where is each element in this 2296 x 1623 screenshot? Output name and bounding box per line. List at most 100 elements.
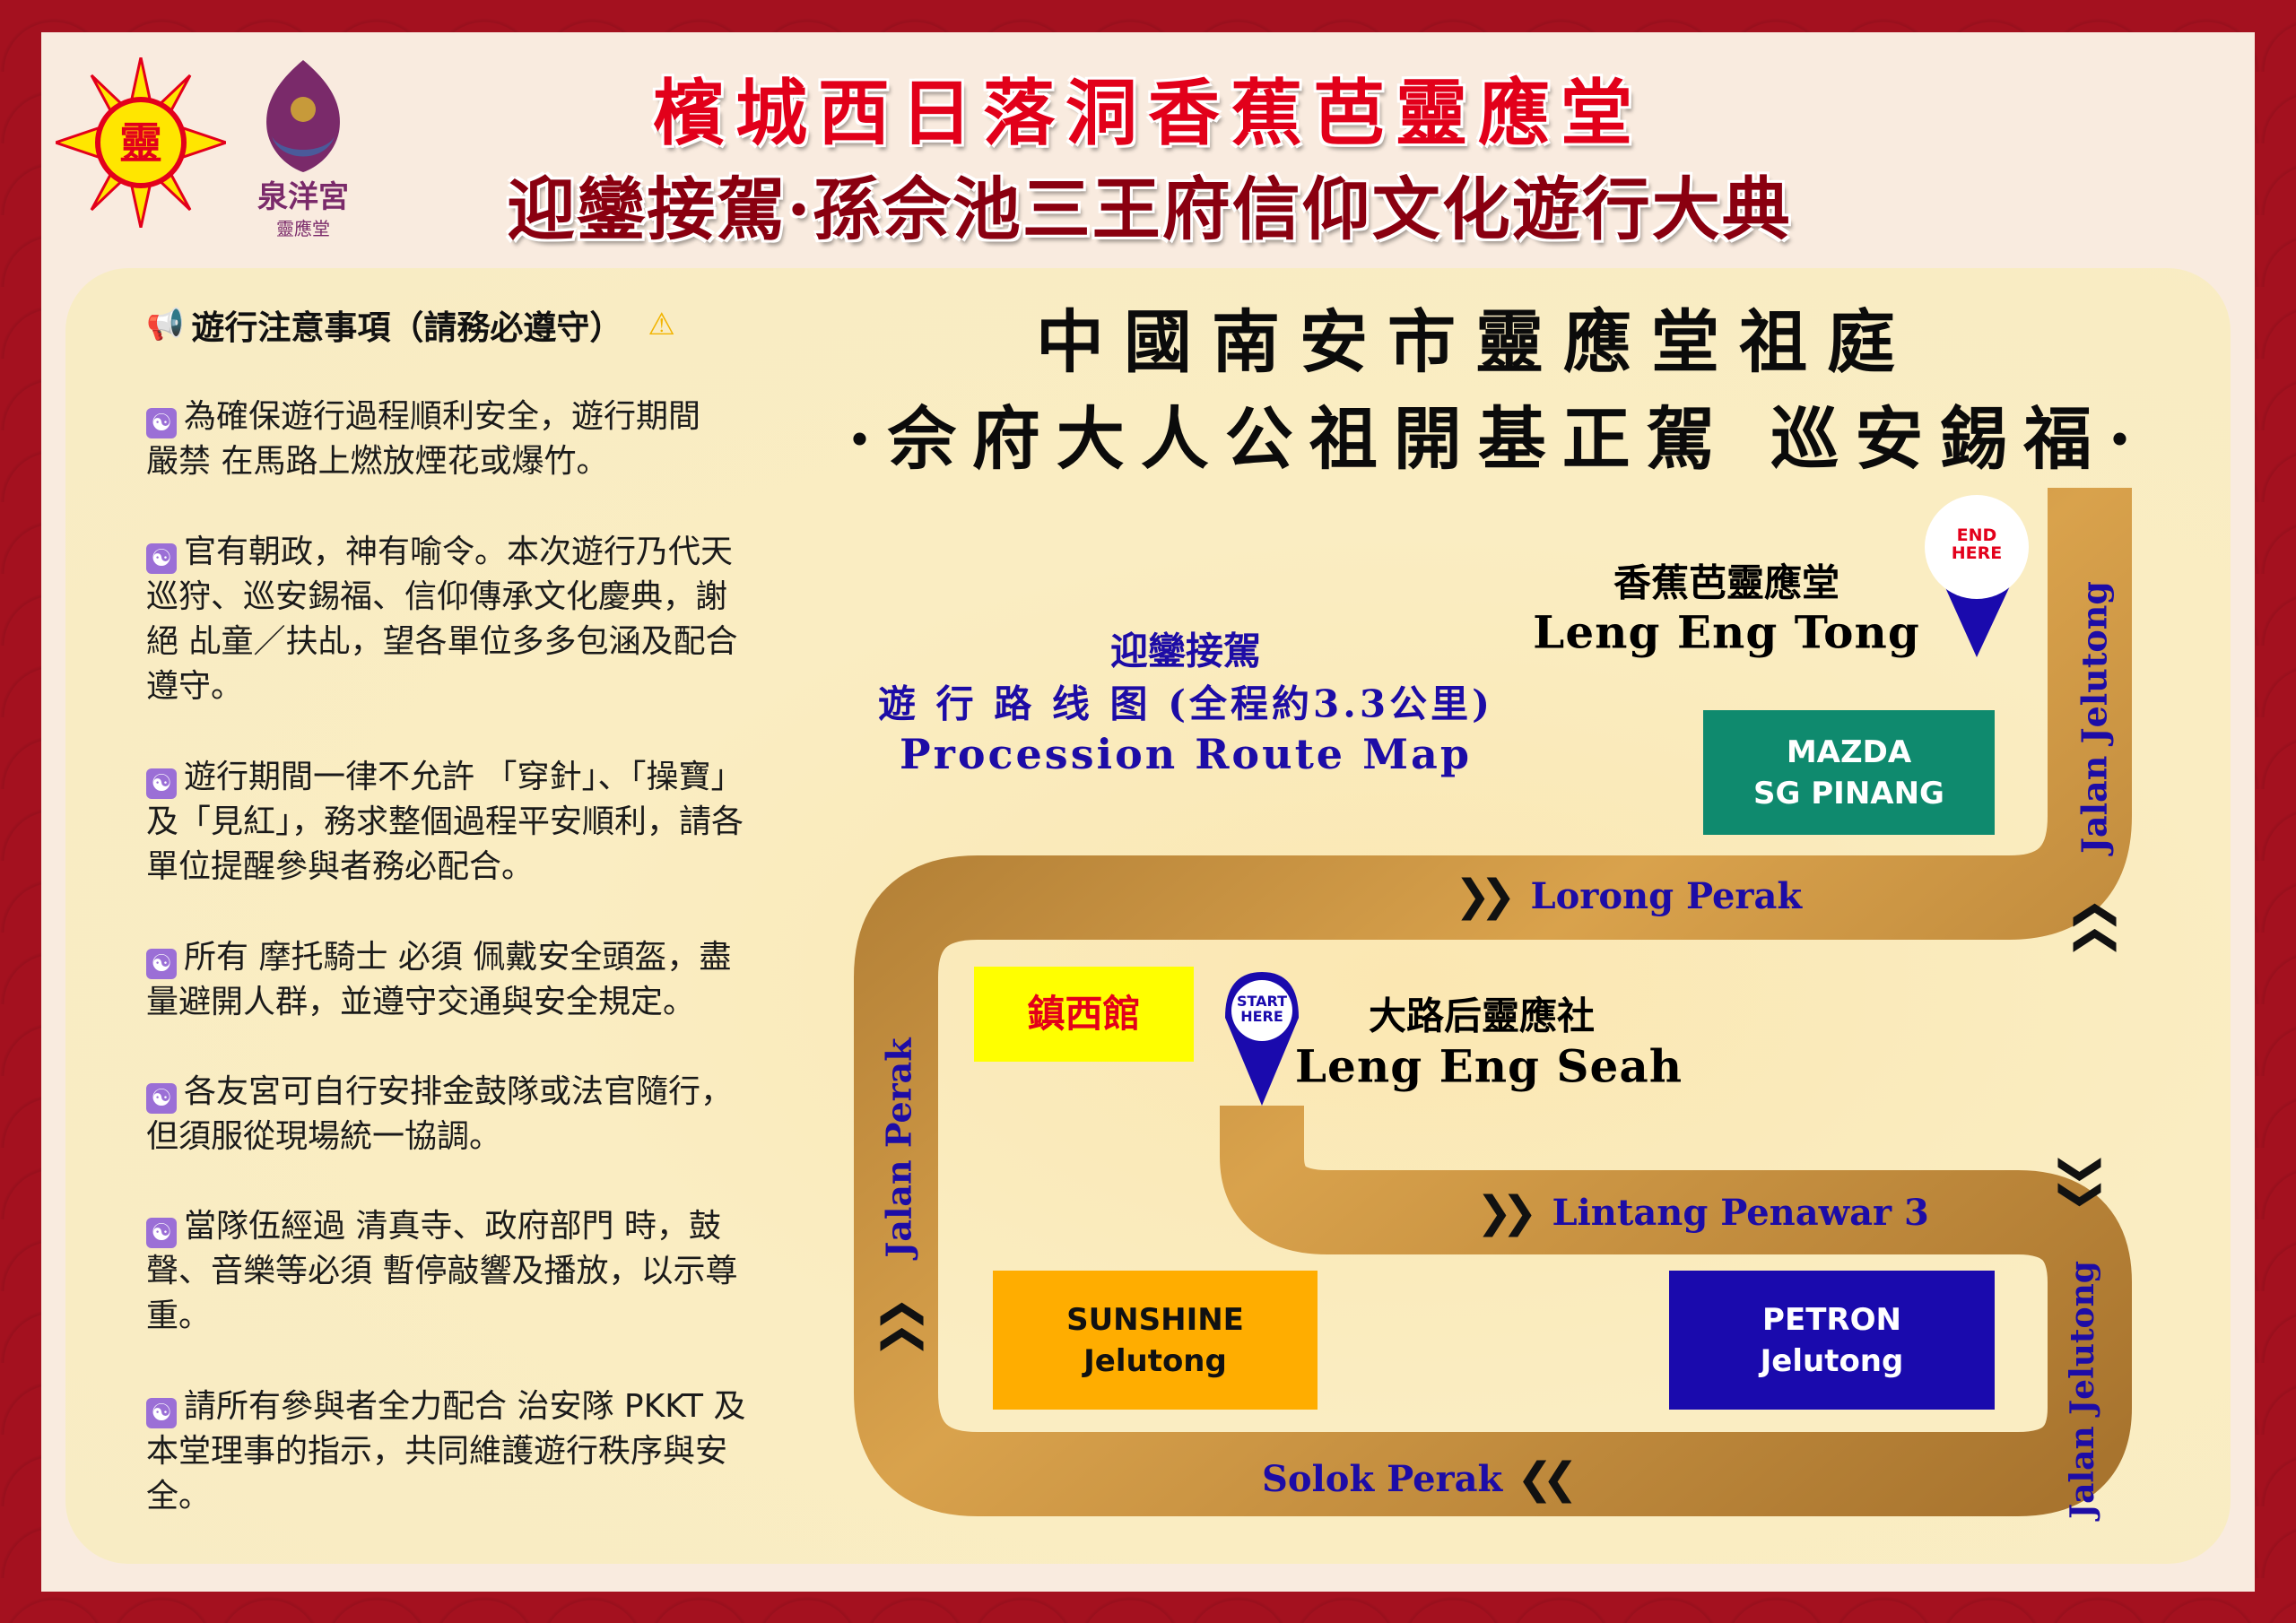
road-jalan-jelutong-top: Jalan Jelutong (2074, 581, 2115, 854)
notes-item-line: 重。 (146, 1294, 774, 1339)
notes-item-text: 聲、音樂等必須 暫停敲響及播放，以示尊 (146, 1253, 738, 1289)
title-line-1: 檳城西日落洞香蕉芭靈應堂 (653, 71, 1643, 155)
notes-heading-text: 遊行注意事項（請務必遵守） (191, 308, 623, 347)
notes-item-line: 量避開人群，並遵守交通與安全規定。 (146, 980, 774, 1025)
yin-yang-icon: ☯ (146, 1398, 177, 1428)
notes-item-text: 所有 摩托騎士 必須 佩戴安全頭盔，盡 (184, 939, 732, 976)
notes-item-line: 聲、音樂等必須 暫停敲響及播放，以示尊 (146, 1249, 774, 1294)
notes-item-text: 遵守。 (146, 668, 244, 705)
yin-yang-icon: ☯ (146, 768, 177, 799)
chevron-up-icon: ❯❯ (874, 1306, 924, 1358)
end-name-en: Leng Eng Tong (1533, 605, 1920, 659)
road-solok-perak: Solok Perak❮❮ (1262, 1457, 1578, 1500)
road-lintang-penawar: ❯❯Lintang Penawar 3 (1476, 1191, 1929, 1234)
landmark-zhenxi-guan: 鎮西館 (974, 967, 1194, 1062)
notes-item-line: 單位提醒參與者務必配合。 (146, 845, 774, 890)
notes-item-line: ☯為確保遊行過程順利安全，遊行期間 (146, 395, 774, 439)
notes-item-text: 請所有參與者全力配合 治安隊 PKKT 及 (184, 1388, 746, 1425)
title-line-2: 迎鑾接駕·孫佘池三王府信仰文化遊行大典 (507, 169, 1792, 249)
yin-yang-icon: ☯ (146, 1083, 177, 1114)
notes-item: ☯所有 摩托騎士 必須 佩戴安全頭盔，盡量避開人群，並遵守交通與安全規定。 (146, 935, 774, 1025)
landmark-petron-line1: PETRON (1762, 1301, 1901, 1338)
notes-item-text: 嚴禁 在馬路上燃放煙花或爆竹。 (146, 443, 609, 480)
notes-item-line: 本堂理事的指示，共同維護遊行秩序與安 (146, 1429, 774, 1474)
notes-item-text: 量避開人群，並遵守交通與安全規定。 (146, 984, 696, 1020)
notes-item-text: 巡狩、巡安錫福、信仰傳承文化慶典，謝 (146, 578, 728, 615)
notes-item: ☯遊行期間一律不允許 「穿針」、「操寶」及「見紅」，務求整個過程平安順利，請各單… (146, 755, 774, 890)
temple-logo-name: 泉洋宮 (257, 179, 349, 215)
notes-item-text: 重。 (146, 1298, 212, 1334)
notes-item-line: ☯遊行期間一律不允許 「穿針」、「操寶」 (146, 755, 774, 800)
notes-item-line: ☯官有朝政，神有喻令。本次遊行乃代天 (146, 530, 774, 575)
route-subtitle-cn: 迎鑾接駕 (1109, 629, 1262, 673)
road-lintang-penawar-label: Lintang Penawar 3 (1552, 1191, 1929, 1234)
notes-item-text: 全。 (146, 1478, 212, 1515)
notes-item-text: 各友宮可自行安排金鼓隊或法官隨行， (184, 1073, 734, 1110)
start-pin-icon (1225, 972, 1299, 1106)
end-pin-icon (1925, 495, 2029, 657)
notes-item-line: ☯當隊伍經過 清真寺、政府部門 時，鼓 (146, 1204, 774, 1249)
notes-item-text: 官有朝政，神有喻令。本次遊行乃代天 (184, 534, 734, 570)
road-lorong-perak-label: Lorong Perak (1530, 874, 1803, 917)
route-subtitle-distance: 遊 行 路 线 图 (全程約3.3公里) (878, 681, 1493, 726)
chevron-right-icon: ❯❯ (1476, 1187, 1538, 1237)
landmark-mazda-line2: SG PINANG (1753, 775, 1944, 812)
notes-item-line: 及「見紅」，務求整個過程平安順利，請各 (146, 800, 774, 845)
road-solok-perak-label: Solok Perak (1262, 1457, 1503, 1500)
route-subtitle-en: Procession Route Map (900, 730, 1472, 778)
lotus-icon (266, 60, 340, 172)
map-heading-2: ·佘府大人公祖開基正駕 巡安錫福· (848, 399, 2148, 479)
chevron-up-icon: ❯❯ (2066, 907, 2117, 959)
notes-item-text: 及「見紅」，務求整個過程平安順利，請各 (146, 803, 744, 840)
road-jalan-jelutong-bottom: Jalan Jelutong (2064, 1261, 2101, 1519)
sun-seal-logo: 靈 (56, 57, 226, 228)
landmark-mazda: MAZDA SG PINANG (1703, 710, 1995, 835)
notes-item-text: 單位提醒參與者務必配合。 (146, 848, 535, 885)
start-name-cn: 大路后靈應社 (1368, 994, 1596, 1038)
megaphone-icon: 📢 (146, 307, 185, 343)
landmark-zhenxi-text: 鎮西館 (1027, 992, 1141, 1036)
end-pin-label: END HERE (1951, 525, 2003, 563)
temple-logo-sub: 靈應堂 (276, 218, 330, 239)
notes-item-line: 巡狩、巡安錫福、信仰傳承文化慶典，謝 (146, 575, 774, 620)
notes-item-text: 但須服從現場統一協調。 (146, 1118, 502, 1155)
yin-yang-icon: ☯ (146, 543, 177, 574)
warning-icon: ⚠ (648, 307, 675, 343)
notes-item-line: ☯各友宮可自行安排金鼓隊或法官隨行， (146, 1070, 774, 1115)
notes-item-line: ☯所有 摩托騎士 必須 佩戴安全頭盔，盡 (146, 935, 774, 980)
notes-item-text: 為確保遊行過程順利安全，遊行期間 (184, 398, 701, 435)
map-heading-1: 中國南安市靈應堂祖庭 (1036, 302, 1915, 382)
notes-item-line: 嚴禁 在馬路上燃放煙花或爆竹。 (146, 439, 774, 484)
notes-item: ☯請所有參與者全力配合 治安隊 PKKT 及本堂理事的指示，共同維護遊行秩序與安… (146, 1384, 774, 1519)
road-jalan-perak: Jalan Perak (878, 1037, 919, 1258)
start-name-en: Leng Eng Seah (1294, 1039, 1683, 1093)
end-name-cn: 香蕉芭靈應堂 (1613, 560, 1840, 605)
notes-item: ☯為確保遊行過程順利安全，遊行期間嚴禁 在馬路上燃放煙花或爆竹。 (146, 395, 774, 484)
notes-item-text: 本堂理事的指示，共同維護遊行秩序與安 (146, 1433, 728, 1470)
notes-item-line: 全。 (146, 1474, 774, 1519)
notes-item-text: 遊行期間一律不允許 「穿針」、「操寶」 (184, 759, 744, 795)
chevron-right-icon: ❯❯ (1455, 871, 1517, 921)
chevron-down-icon: ❯❯ (2057, 1150, 2108, 1202)
yin-yang-icon: ☯ (146, 949, 177, 979)
landmark-sunshine: SUNSHINE Jelutong (993, 1271, 1318, 1410)
notes-item-line: 遵守。 (146, 664, 774, 709)
yin-yang-icon: ☯ (146, 1218, 177, 1248)
start-pin-label: START HERE (1236, 993, 1288, 1025)
svg-text:靈: 靈 (119, 118, 162, 169)
landmark-petron: PETRON Jelutong (1669, 1271, 1995, 1410)
chevron-left-icon: ❮❮ (1517, 1454, 1578, 1504)
landmark-mazda-line1: MAZDA (1786, 733, 1912, 770)
temple-logo: 泉洋宮 靈應堂 (240, 56, 366, 240)
notes-item: ☯當隊伍經過 清真寺、政府部門 時，鼓聲、音樂等必須 暫停敲響及播放，以示尊重。 (146, 1204, 774, 1339)
notes-item-line: 絕 乩童／扶乩，望各單位多多包涵及配合 (146, 620, 774, 664)
notes-item-text: 絕 乩童／扶乩，望各單位多多包涵及配合 (146, 623, 738, 660)
notes-item: ☯各友宮可自行安排金鼓隊或法官隨行，但須服從現場統一協調。 (146, 1070, 774, 1159)
landmark-petron-line2: Jelutong (1760, 1342, 1904, 1379)
landmark-sunshine-line2: Jelutong (1083, 1342, 1227, 1379)
road-lorong-perak: ❯❯Lorong Perak (1455, 874, 1802, 917)
notes-item-line: 但須服從現場統一協調。 (146, 1115, 774, 1159)
route-road (854, 488, 2132, 1516)
notes-item: ☯官有朝政，神有喻令。本次遊行乃代天巡狩、巡安錫福、信仰傳承文化慶典，謝絕 乩童… (146, 530, 774, 709)
